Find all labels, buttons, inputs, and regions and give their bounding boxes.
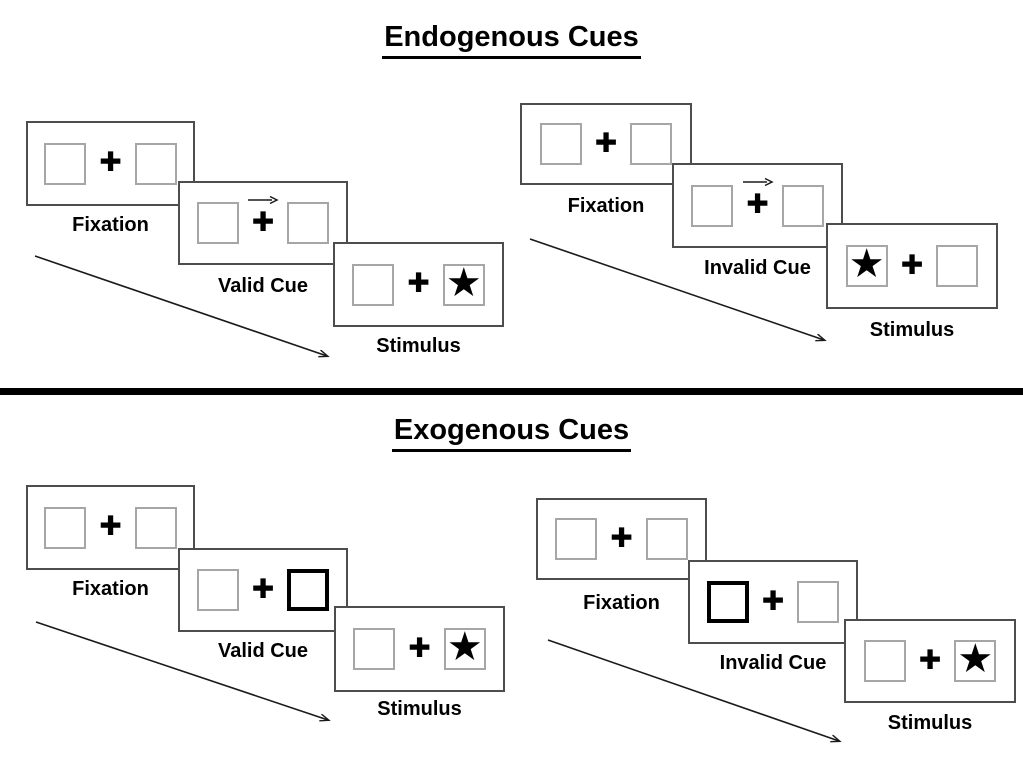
section-title-endogenous-text: Endogenous Cues xyxy=(382,21,641,59)
star-stimulus-icon: ★ xyxy=(957,636,994,682)
panel-label-fixation: Fixation xyxy=(72,214,149,236)
fixation-cross: ✚ xyxy=(251,573,275,605)
placeholder-box-right xyxy=(287,202,330,244)
timeline-arrow-exogenous-invalid xyxy=(547,639,839,741)
panel-label-invalid-cue: Invalid Cue xyxy=(704,257,811,279)
timeline-arrow-endogenous-invalid xyxy=(529,238,824,340)
section-title-exogenous: Exogenous Cues xyxy=(0,414,1023,452)
section-divider xyxy=(0,388,1023,395)
placeholder-box-left xyxy=(196,202,239,244)
panel-label-valid-cue: Valid Cue xyxy=(217,640,309,662)
panel-label-fixation: Fixation xyxy=(583,592,660,614)
right-arrow-cue-icon xyxy=(742,177,774,187)
star-stimulus-icon: ★ xyxy=(446,624,483,670)
panel-endogenous-valid-cue: ✚ xyxy=(178,181,348,265)
panel-label-stimulus: Stimulus xyxy=(377,698,462,720)
fixation-cross: ✚ xyxy=(900,249,924,281)
fixation-cross: ✚ xyxy=(408,632,431,664)
panel-exogenous-valid-stimulus: ✚ ★ xyxy=(334,606,505,692)
fixation-cross: ✚ xyxy=(251,206,275,238)
placeholder-box-left xyxy=(539,123,582,165)
target-box-right: ★ xyxy=(442,259,485,306)
fixation-cross: ✚ xyxy=(761,585,785,617)
panel-exogenous-valid-cue: ✚ xyxy=(178,548,348,632)
placeholder-box-left xyxy=(691,184,734,227)
panel-endogenous-invalid-cue: ✚ xyxy=(672,163,843,248)
placeholder-box-left xyxy=(863,640,906,682)
fixation-cross: ✚ xyxy=(594,127,618,159)
timeline-arrow-endogenous-valid xyxy=(34,255,327,356)
panel-endogenous-valid-fixation: ✚ xyxy=(26,121,195,206)
placeholder-box-right xyxy=(630,123,673,165)
placeholder-box-left xyxy=(555,518,598,560)
panel-label-valid-cue: Valid Cue xyxy=(217,275,309,297)
section-title-endogenous: Endogenous Cues xyxy=(0,21,1023,59)
fixation-cross: ✚ xyxy=(99,511,122,542)
star-stimulus-icon: ★ xyxy=(848,241,885,287)
placeholder-box-left xyxy=(353,628,396,670)
panel-label-fixation: Fixation xyxy=(72,578,149,600)
placeholder-box-right xyxy=(645,518,688,560)
target-box-left: ★ xyxy=(845,241,888,287)
placeholder-box-right xyxy=(134,142,177,185)
placeholder-box-left xyxy=(44,142,87,185)
placeholder-box-left xyxy=(352,263,395,306)
star-stimulus-icon: ★ xyxy=(445,259,482,306)
timeline-arrow-exogenous-valid xyxy=(35,621,328,720)
placeholder-box-left xyxy=(196,569,239,611)
panel-label-stimulus: Stimulus xyxy=(869,319,955,341)
fixation-cross: ✚ xyxy=(610,522,633,554)
panel-label-stimulus: Stimulus xyxy=(887,712,973,734)
fixation-cross: ✚ xyxy=(746,189,769,220)
placeholder-box-left xyxy=(44,506,87,549)
fixation-cross: ✚ xyxy=(99,147,122,178)
fixation-cross: ✚ xyxy=(918,644,942,676)
placeholder-box-right xyxy=(936,245,979,287)
panel-label-fixation: Fixation xyxy=(567,195,645,217)
placeholder-box-right xyxy=(781,184,824,227)
placeholder-box-right xyxy=(134,506,177,549)
panel-exogenous-invalid-stimulus: ✚ ★ xyxy=(844,619,1016,703)
panel-endogenous-invalid-fixation: ✚ xyxy=(520,103,692,185)
right-arrow-cue-icon xyxy=(248,195,279,205)
section-title-exogenous-text: Exogenous Cues xyxy=(391,414,632,452)
panel-endogenous-invalid-stimulus: ★ ✚ xyxy=(826,223,998,309)
panel-label-stimulus: Stimulus xyxy=(376,335,461,357)
panel-exogenous-invalid-cue: ✚ xyxy=(688,560,858,644)
target-box-right: ★ xyxy=(443,624,486,670)
panel-endogenous-valid-stimulus: ✚ ★ xyxy=(333,242,504,327)
placeholder-box-right xyxy=(797,581,840,623)
highlighted-cue-box-left xyxy=(706,581,749,623)
target-box-right: ★ xyxy=(954,636,997,682)
panel-label-invalid-cue: Invalid Cue xyxy=(719,652,827,674)
panel-exogenous-invalid-fixation: ✚ xyxy=(536,498,707,580)
highlighted-cue-box-right xyxy=(287,569,330,611)
fixation-cross: ✚ xyxy=(407,268,430,299)
panel-exogenous-valid-fixation: ✚ xyxy=(26,485,195,570)
